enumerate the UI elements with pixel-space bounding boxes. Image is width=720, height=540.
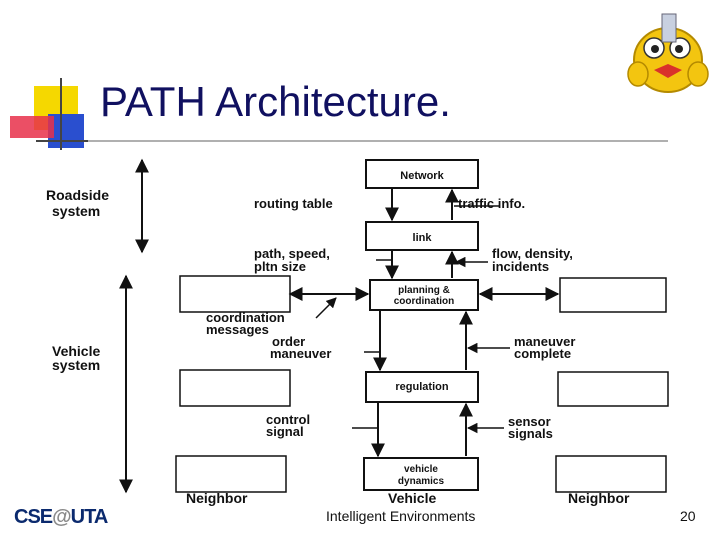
vehicle-dynamics-label-1: vehicle: [404, 464, 438, 475]
link-box-label: link: [413, 232, 433, 244]
planning-box-label-1: planning &: [398, 285, 450, 296]
coordination-messages-arrow: [315, 297, 337, 319]
path-speed-label-1: path, speed,: [254, 246, 330, 261]
page-number: 20: [680, 508, 696, 524]
order-maneuver-label-1: order: [272, 334, 305, 349]
neighbor-left-label: Neighbor: [186, 490, 248, 506]
neighbor-right-label: Neighbor: [568, 490, 630, 506]
regulation-box: [365, 371, 479, 403]
maneuver-complete-label-2: complete: [514, 346, 571, 361]
planning-box: [369, 279, 479, 311]
roadside-label-1: Roadside: [46, 187, 109, 203]
mascot-image: [627, 13, 709, 93]
vehicle-label: Vehicle: [388, 490, 436, 506]
roadside-label-2: system: [52, 203, 100, 219]
left-neighbor-regulation-box: [179, 369, 291, 407]
network-box-label: Network: [400, 170, 444, 182]
control-signal-label-2: signal: [266, 424, 304, 439]
routing-table-label: routing table: [254, 196, 333, 211]
left-neighbor-dynamics-box: [175, 455, 287, 493]
flow-density-label-2: incidents: [492, 259, 549, 274]
vehicle-dynamics-label-2: dynamics: [398, 476, 445, 487]
vehicle-system-label-1: Vehicle: [52, 343, 100, 359]
right-neighbor-dynamics-box: [555, 455, 667, 493]
order-maneuver-label-2: maneuver: [270, 346, 331, 361]
sensor-signals-label-1: sensor: [508, 414, 551, 429]
maneuver-complete-label-1: maneuver: [514, 334, 575, 349]
deco-vertical-line: [60, 78, 62, 150]
path-speed-label-2: pltn size: [254, 259, 306, 274]
slide-title: PATH Architecture.: [100, 78, 451, 125]
footer-text: Intelligent Environments: [326, 508, 476, 524]
deco-horizontal-line: [36, 140, 96, 142]
right-neighbor-regulation-box: [557, 371, 669, 407]
left-neighbor-planning-box: [179, 275, 291, 313]
coordination-messages-label-1: coordination: [206, 310, 285, 325]
sensor-signals-label-2: signals: [508, 426, 553, 441]
vehicle-system-label-2: system: [52, 357, 100, 373]
cse-uta-logo: CSE@UTA: [14, 506, 108, 528]
planning-box-label-2: coordination: [394, 296, 455, 307]
deco-red-square: [10, 116, 54, 138]
flow-density-label-1: flow, density,: [492, 246, 573, 261]
link-box: [365, 221, 479, 251]
title-rule: [88, 140, 668, 142]
coordination-messages-label-2: messages: [206, 322, 269, 337]
traffic-info-label: traffic info.: [458, 196, 525, 211]
control-signal-label-1: control: [266, 412, 310, 427]
vehicle-dynamics-box: [363, 457, 479, 491]
deco-blue-square: [48, 114, 84, 148]
right-neighbor-planning-box: [559, 277, 667, 313]
regulation-box-label: regulation: [395, 381, 448, 393]
network-box: [365, 159, 479, 189]
